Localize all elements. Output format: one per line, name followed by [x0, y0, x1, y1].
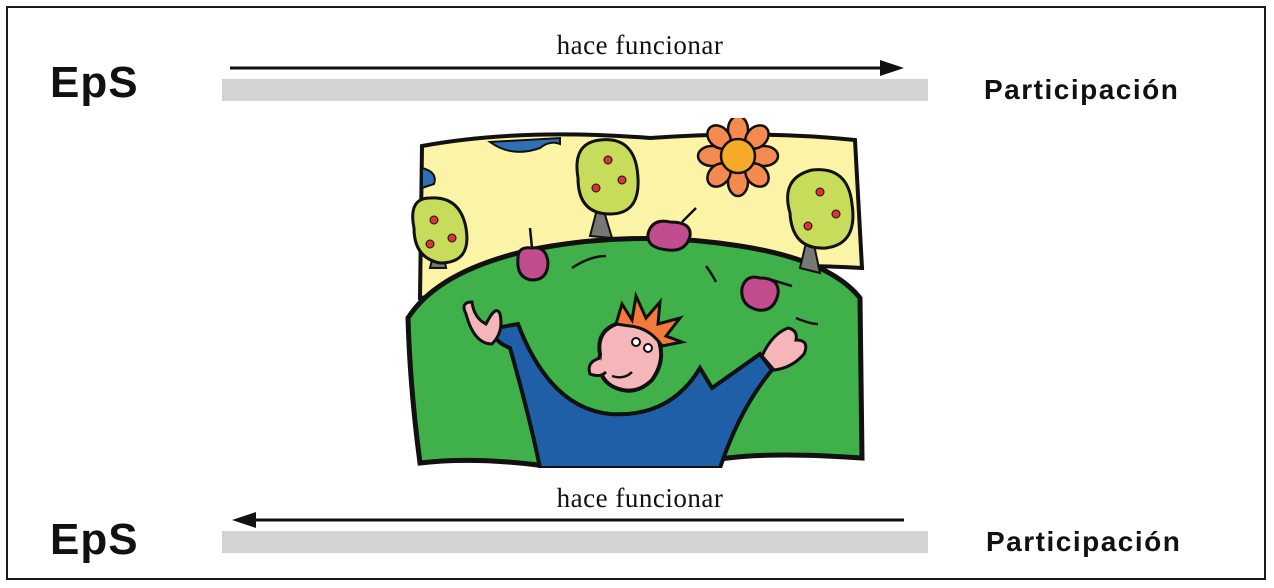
- bottom-left-arrow: [232, 512, 904, 528]
- top-gray-bar: [222, 79, 928, 101]
- bottom-eps-label: EpS: [50, 515, 139, 564]
- tree-icon-middle: [575, 138, 640, 240]
- top-arrow-caption: hace funcionar: [556, 30, 724, 60]
- top-eps-label: EpS: [50, 58, 139, 107]
- bottom-arrow-caption: hace funcionar: [556, 483, 724, 513]
- juggler-illustration: [405, 118, 865, 468]
- top-participacion-label: Participación: [984, 74, 1180, 105]
- sun-icon: [696, 118, 780, 198]
- bottom-gray-bar: [222, 531, 928, 553]
- tree-icon-right: [786, 168, 855, 275]
- tree-icon-left: [411, 196, 469, 269]
- apple-icons: [516, 219, 780, 312]
- bottom-participacion-label: Participación: [986, 526, 1182, 557]
- top-right-arrow: [230, 60, 904, 76]
